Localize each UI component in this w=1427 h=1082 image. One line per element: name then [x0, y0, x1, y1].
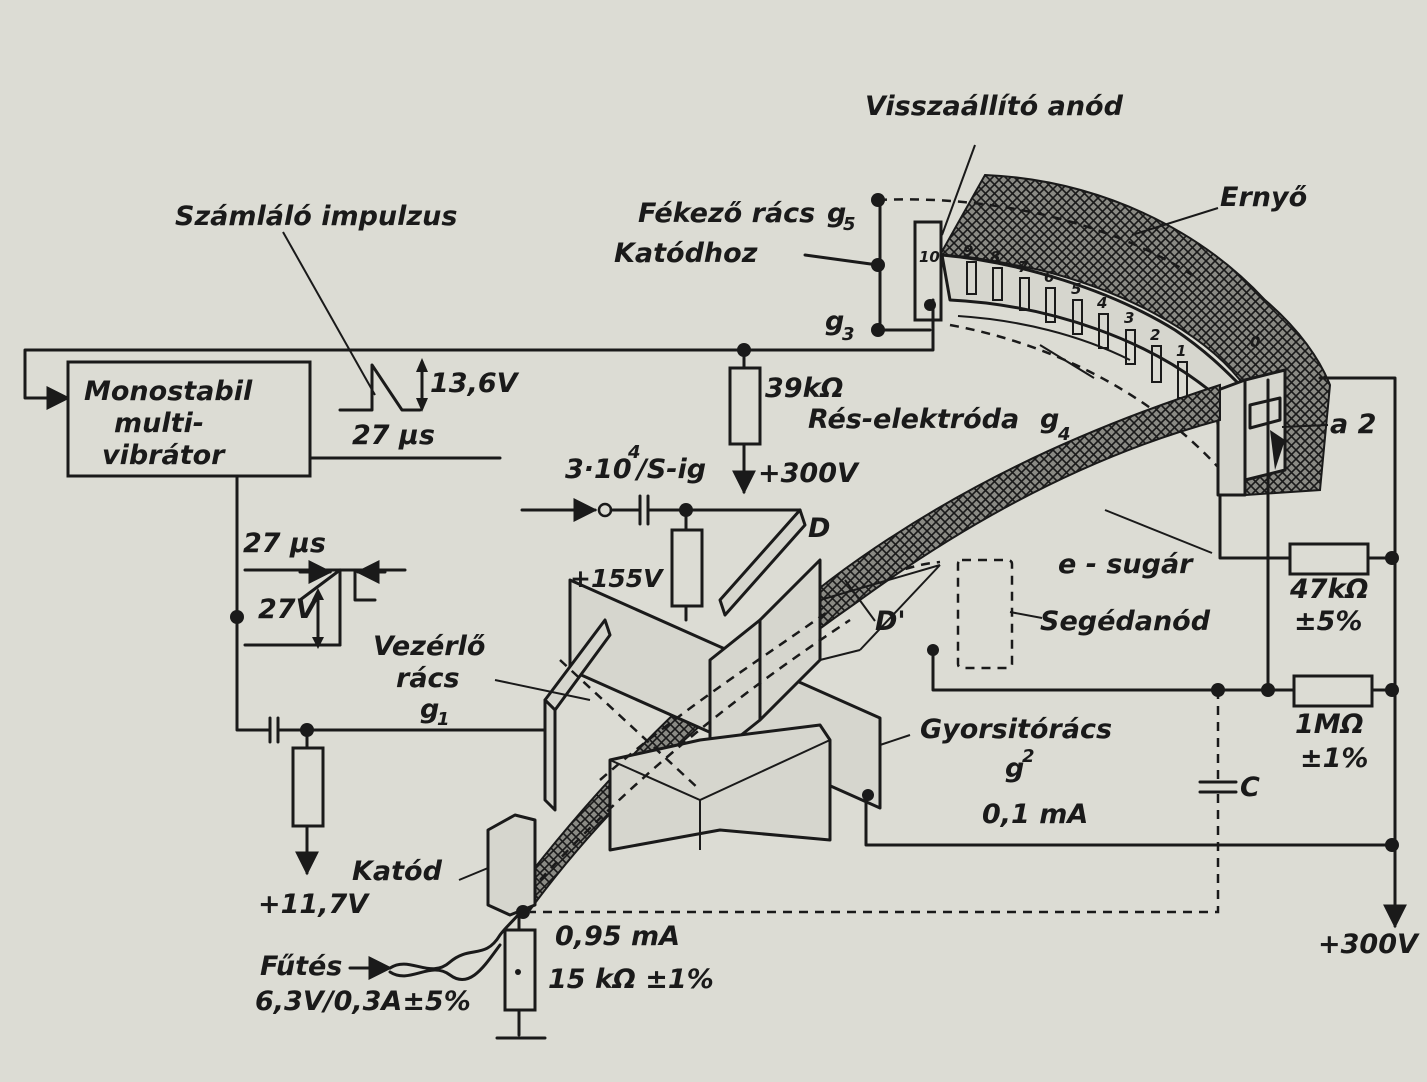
freq-exponent: 4: [627, 442, 641, 463]
pulse2-width: 27 µs: [243, 528, 326, 559]
deflection-d-label: D: [808, 513, 830, 544]
capacitor-c-label: C: [1240, 772, 1260, 803]
plus300-right-label: +300V: [1318, 929, 1420, 960]
to-cathode-label: Katódhoz: [614, 238, 758, 269]
digit-6: 6: [1044, 268, 1054, 286]
digit-1: 1: [1176, 342, 1186, 360]
aux-anode-label: Segédanód: [1040, 606, 1211, 637]
control-grid-line1: Vezérlő: [373, 631, 485, 662]
digit-3: 3: [1124, 309, 1134, 327]
counting-pulse-label: Számláló impulzus: [175, 201, 457, 232]
g2-sup: 2: [1022, 746, 1035, 767]
monostable-line2: multi-: [114, 408, 204, 439]
a2-label: a 2: [1330, 409, 1376, 440]
resistor-15k-label: 15 kΩ ±1%: [548, 964, 714, 995]
resistor-155: [670, 528, 704, 608]
pulse2-amplitude: 27V: [258, 594, 319, 625]
resistor-1m-tolerance: ±1%: [1300, 743, 1368, 774]
pulse-waveform-2: [298, 568, 342, 647]
resistor-47k-tolerance: ±5%: [1294, 606, 1362, 637]
g1-sub: 1: [437, 709, 450, 730]
g1-label: g: [420, 694, 439, 725]
pulse-width: 27 µs: [352, 420, 435, 451]
freq-label: 3·10: [565, 454, 632, 485]
digit-10: 10: [919, 248, 940, 266]
cathode-block: [486, 813, 537, 917]
deflection-plate-d: [718, 508, 807, 617]
digit-2: 2: [1150, 326, 1160, 344]
g5-label: g: [827, 198, 846, 229]
plus155-label: +155V: [570, 564, 664, 593]
slit-electrode-label: Rés-elektróda: [808, 404, 1019, 435]
g4-sub: 4: [1057, 424, 1071, 445]
heater-label: Fűtés: [260, 951, 342, 982]
screen-dash-arc-top: [877, 198, 1201, 282]
plus300-mid-label: +300V: [758, 458, 860, 489]
current-095-label: 0,95 mA: [555, 921, 680, 952]
g4-label: g: [1040, 404, 1059, 435]
screen-label: Ernyő: [1220, 182, 1307, 213]
beam-label: e - sugár: [1058, 549, 1194, 580]
digit-8: 8: [990, 248, 1000, 266]
deflection-d-prime-label: D': [875, 606, 906, 637]
pulse-waveform-1: [338, 363, 422, 412]
monostable-line3: vibrátor: [102, 440, 226, 471]
digit-9: 9: [963, 242, 973, 260]
heater-spec-label: 6,3V/0,3A±5%: [255, 986, 471, 1017]
monostable-line1: Monostabil: [84, 376, 253, 407]
g3-sub: 3: [842, 324, 855, 345]
g3-label: g: [825, 306, 844, 337]
reset-anode-box: [913, 220, 943, 322]
digit-tabs: [957, 261, 1188, 399]
resistor-39k-label: 39kΩ: [765, 373, 843, 404]
g2-label: g: [1005, 753, 1024, 784]
reset-anode-label: Visszaállító anód: [865, 91, 1124, 122]
screen-shape: [938, 173, 1332, 497]
resistor-39k: [728, 366, 762, 446]
current-01-label: 0,1 mA: [982, 799, 1088, 830]
resistor-47k-label: 47kΩ: [1289, 574, 1368, 605]
cathode-label: Katód: [352, 856, 443, 887]
digit-7: 7: [1018, 258, 1029, 276]
digit-4: 4: [1096, 294, 1107, 312]
suppressor-grid-label: Fékező rács: [638, 198, 815, 229]
aux-anode-outline: [956, 558, 1014, 670]
screen-dash-arc-inner: [949, 323, 1226, 476]
resistor-1m-label: 1MΩ: [1295, 709, 1364, 740]
digit-5: 5: [1071, 280, 1081, 298]
d-prime-lines: [819, 564, 941, 661]
monostable-box: [66, 360, 312, 478]
pulse-amplitude: 13,6V: [430, 368, 520, 399]
slit-electrode: [1216, 368, 1287, 497]
feedback-wire: [23, 298, 935, 410]
plus117-label: +11,7V: [258, 889, 370, 920]
freq-unit: /S-ig: [634, 454, 706, 485]
focus-block: [608, 723, 832, 852]
deflection-plate-d3: [708, 618, 762, 762]
g5-sub: 5: [843, 214, 856, 235]
control-grid-line2: rács: [396, 663, 460, 694]
accel-grid-label: Gyorsitórács: [920, 714, 1112, 745]
digit-0: 0: [1250, 333, 1260, 351]
